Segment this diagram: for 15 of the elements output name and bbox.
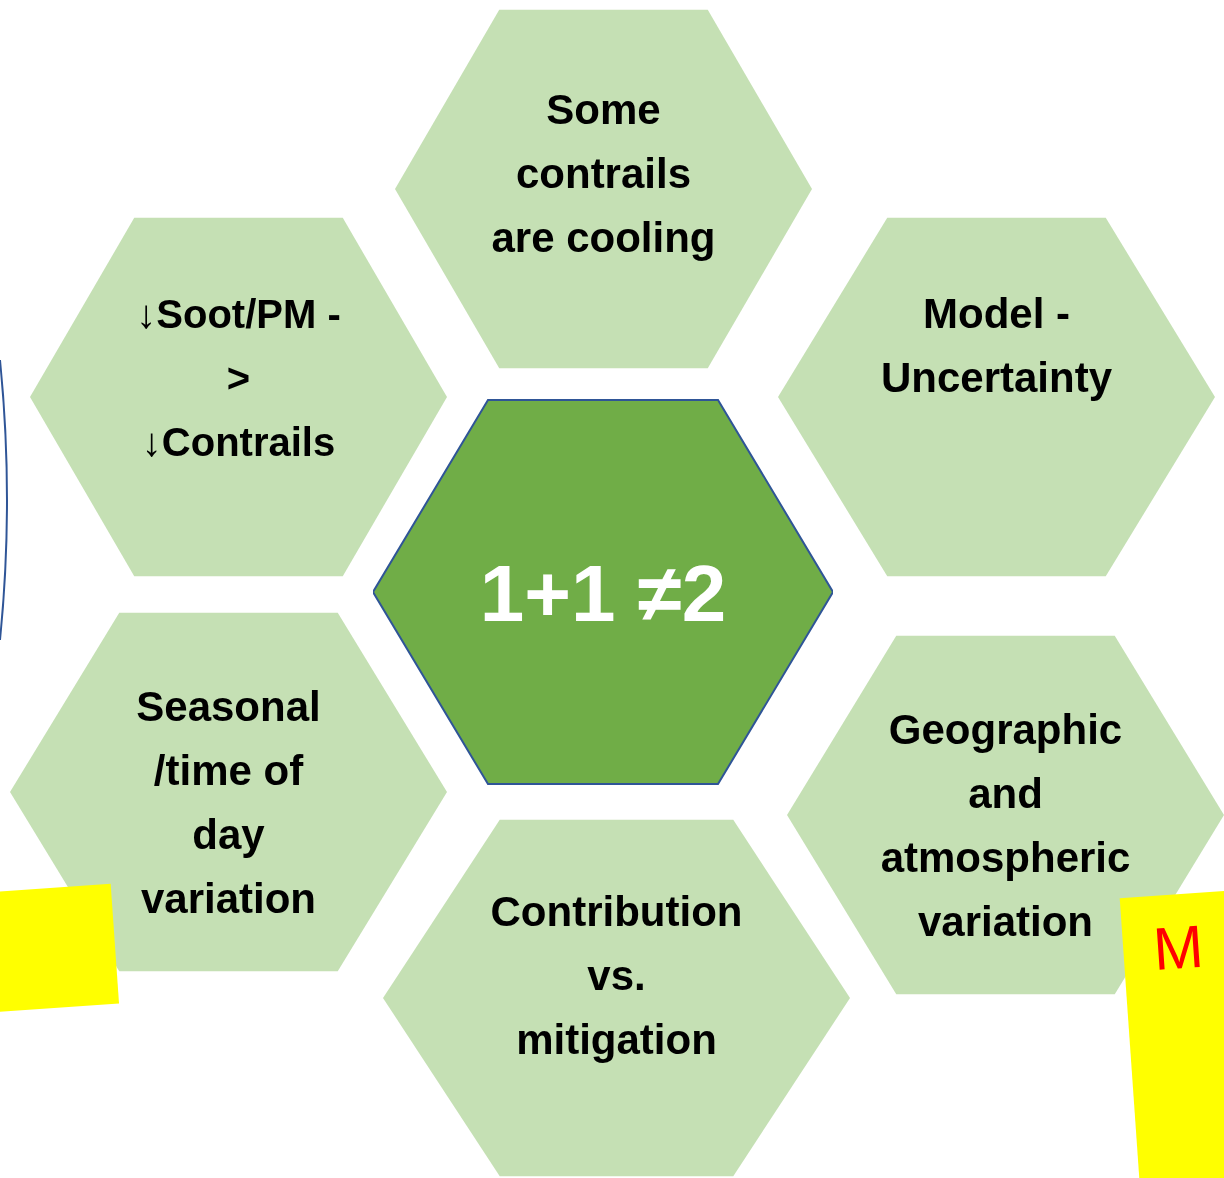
hexagon — [10, 611, 447, 973]
hexagon — [787, 634, 1224, 996]
hexagon-label: Geographic and atmospheric variation — [879, 705, 1132, 947]
hexagon — [30, 216, 447, 578]
hexagon-label: Model - Uncertainty — [879, 289, 1114, 403]
hexagon — [383, 818, 850, 1178]
hexagon-label: ↓Soot/PM -> ↓Contrails — [135, 291, 342, 466]
hexagon — [373, 398, 833, 786]
note-text: M — [1151, 914, 1206, 982]
hexagon — [778, 216, 1215, 578]
hexagon-label: 1+1 ≠2 — [478, 554, 728, 634]
hexagon-label: Seasonal /time of day variation — [135, 682, 322, 924]
hexagon — [395, 8, 812, 370]
hexagon-label: Some contrails are cooling — [490, 85, 717, 263]
hexagon-label: Contribution vs. mitigation — [489, 887, 744, 1065]
